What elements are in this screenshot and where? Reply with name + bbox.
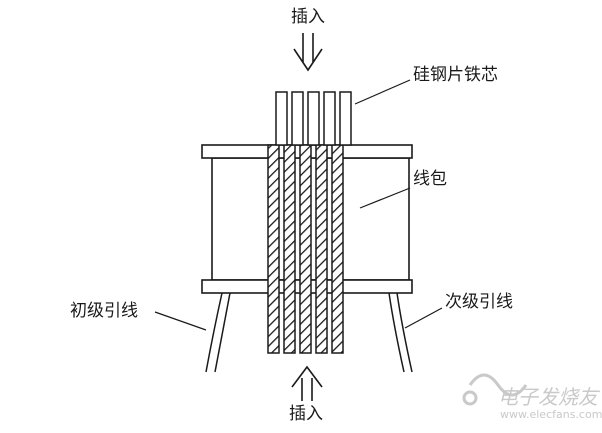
primary-lead-wire [205,292,231,373]
core-lamination [315,144,328,354]
core-lamination [339,91,352,146]
insert-arrow-top [293,33,323,72]
watermark: 电子发烧友 www.elecfans.com [462,373,602,421]
watermark-site: www.elecfans.com [500,408,602,421]
core-lamination [307,91,320,146]
insert-label-top: 插入 [291,7,325,27]
watermark-text: 电子发烧友 [498,385,601,409]
primary-leader-line [154,311,207,331]
core-lamination [267,144,280,354]
coil-label: 线包 [413,169,447,189]
core-lamination [291,91,304,146]
secondary-lead-label: 次级引线 [445,292,513,312]
coil-leader-line [359,187,411,209]
core-lamination [299,144,312,354]
core-leader-line [354,79,411,105]
watermark-logo-icon [462,373,528,406]
secondary-lead-wire [388,292,413,373]
core-lamination [283,144,296,354]
core-lamination [323,91,336,146]
core-lamination [275,91,288,146]
primary-lead-label: 初级引线 [70,301,138,321]
silicon-steel-core [267,91,352,354]
insert-label-bottom: 插入 [289,404,323,424]
insert-arrow-bottom [291,365,323,401]
secondary-leader-line [404,307,443,329]
core-label: 硅钢片铁芯 [413,65,498,85]
core-lamination [331,144,344,354]
